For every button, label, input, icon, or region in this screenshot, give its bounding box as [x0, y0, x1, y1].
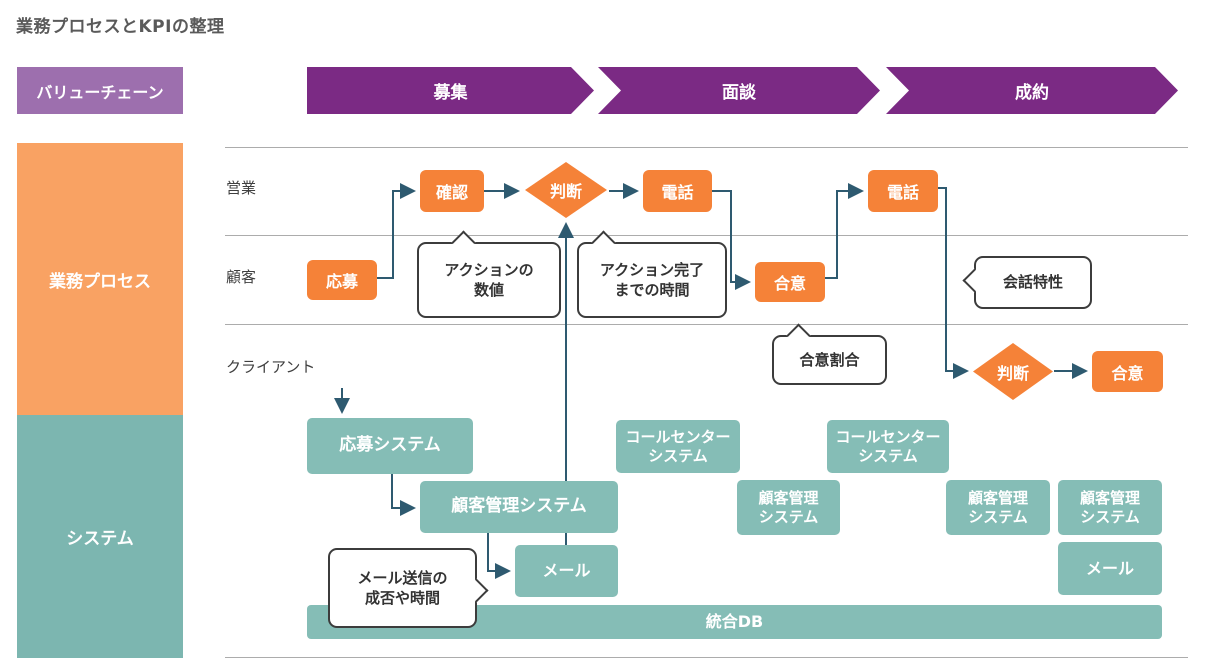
kpi-callout-action-time: アクション完了 までの時間	[577, 230, 727, 318]
process-node-denwa-2: 電話	[868, 170, 938, 212]
system-node-mail-right: メール	[1058, 542, 1162, 595]
process-node-oubo: 応募	[307, 260, 377, 300]
stage-chevron-seiyaku: 成約	[886, 67, 1178, 114]
stage-chevron-boshu: 募集	[307, 67, 594, 114]
process-node-handan-1: 判断	[525, 162, 607, 218]
lane-label-customer: 顧客	[226, 268, 257, 286]
value-chain-header: バリューチェーン	[17, 67, 183, 114]
section-business-process: 業務プロセス	[17, 143, 183, 415]
system-node-oubo-system: 応募システム	[307, 418, 473, 474]
callout-tail	[786, 323, 811, 348]
lane-label-sales: 営業	[226, 179, 257, 197]
system-node-crm-right-1: 顧客管理 システム	[946, 480, 1050, 535]
lane-divider-3	[225, 324, 1188, 325]
system-node-mail-left: メール	[515, 545, 618, 597]
kpi-callout-conversation: 会話特性	[962, 256, 1092, 309]
kpi-callout-agreement-rate: 合意割合	[772, 323, 887, 385]
system-node-callcenter-1: コールセンター システム	[616, 420, 740, 473]
callout-tail	[962, 268, 987, 293]
kpi-callout-mail-result: メール送信の 成否や時間	[328, 548, 489, 628]
callout-tail	[464, 578, 489, 603]
lane-divider-1	[225, 147, 1188, 148]
lane-divider-2	[225, 235, 1188, 236]
process-node-handan-2: 判断	[973, 343, 1053, 400]
system-node-crm-right-2: 顧客管理 システム	[1058, 480, 1162, 535]
kpi-callout-action-count: アクションの 数値	[417, 230, 561, 318]
system-node-callcenter-2: コールセンター システム	[827, 420, 949, 473]
process-node-goui-1: 合意	[755, 262, 825, 302]
system-node-crm-mid: 顧客管理 システム	[737, 480, 840, 535]
page-title: 業務プロセスとKPIの整理	[16, 17, 225, 37]
process-node-goui-2: 合意	[1092, 351, 1163, 392]
lane-divider-4	[225, 657, 1188, 658]
stage-chevron-mendan: 面談	[598, 67, 880, 114]
process-node-denwa-1: 電話	[643, 170, 712, 212]
system-node-crm-left: 顧客管理システム	[420, 481, 618, 533]
lane-label-client: クライアント	[226, 358, 316, 376]
section-system: システム	[17, 415, 183, 658]
process-node-kakunin: 確認	[420, 170, 484, 212]
